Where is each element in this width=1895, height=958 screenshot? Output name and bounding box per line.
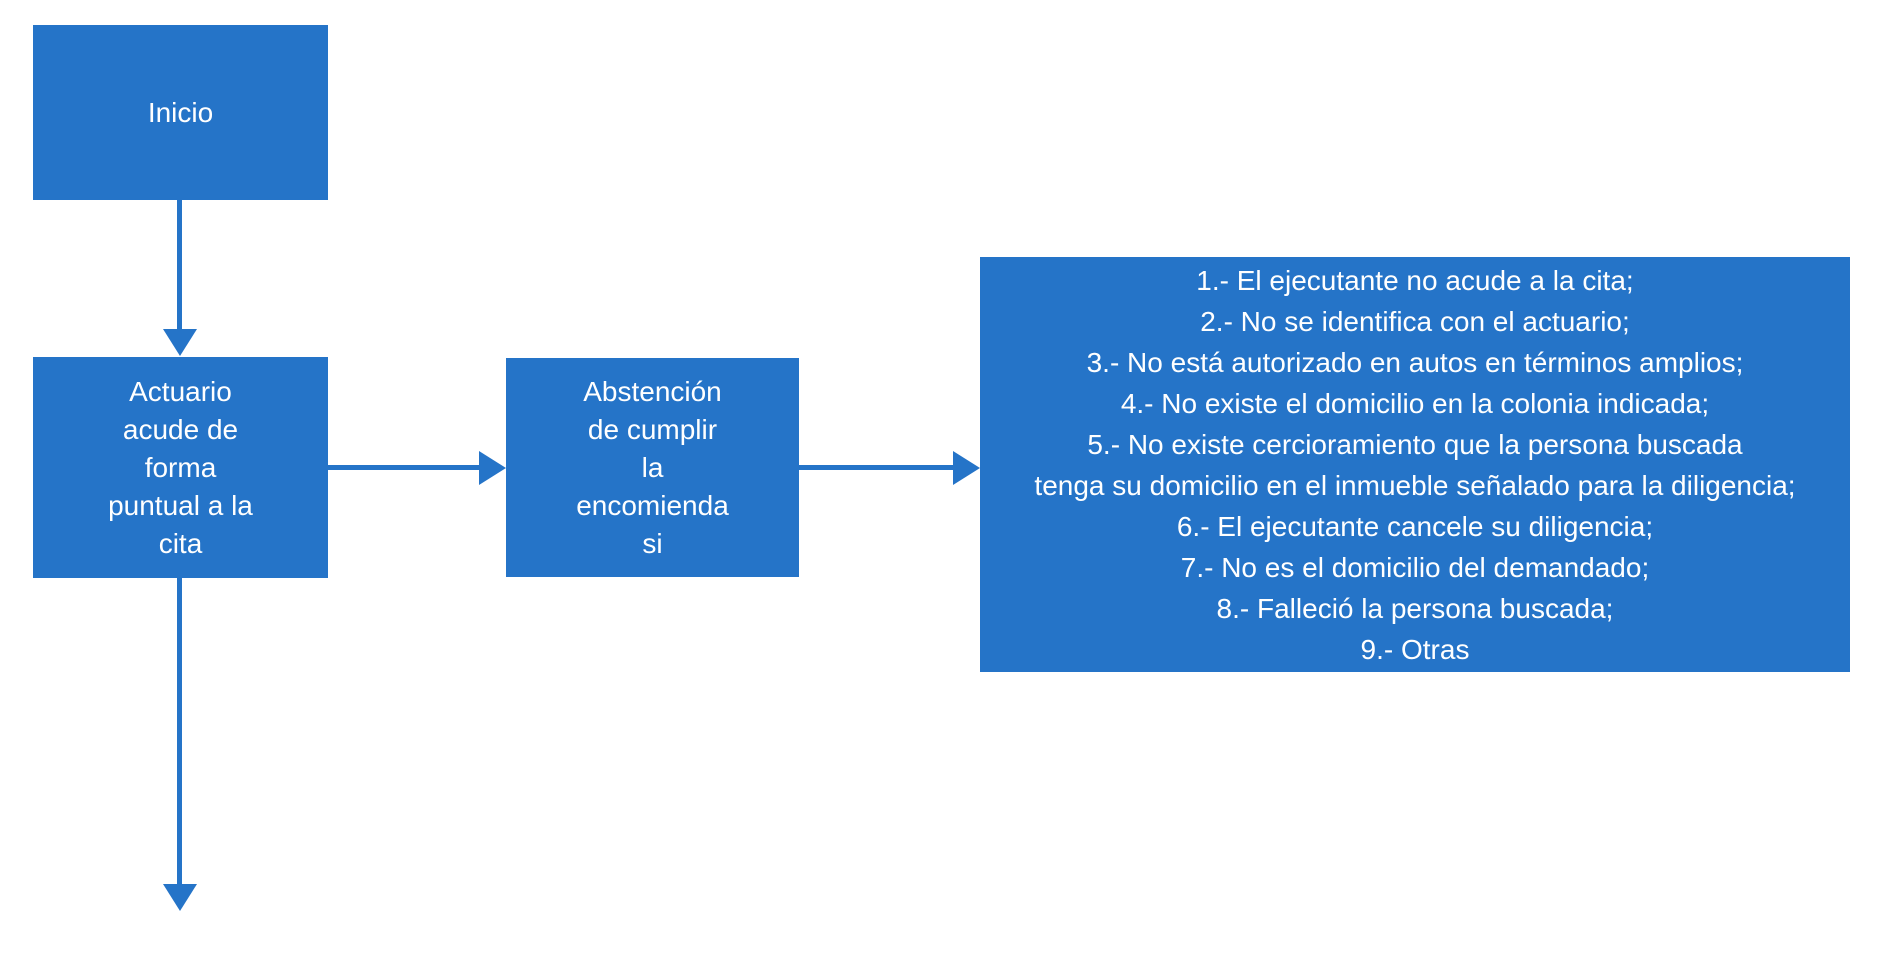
- arrowhead-right-icon: [479, 451, 506, 485]
- connector-actuario-continuation: [177, 578, 182, 885]
- connector-abstencion-motivos: [799, 465, 954, 470]
- node-motivos-lista: 1.- El ejecutante no acude a la cita; 2.…: [980, 257, 1850, 672]
- node-abstencion: Abstención de cumplir la encomienda si: [506, 358, 799, 577]
- connector-inicio-actuario: [177, 200, 182, 331]
- arrowhead-down-icon: [163, 329, 197, 356]
- arrowhead-down-icon: [163, 884, 197, 911]
- node-inicio: Inicio: [33, 25, 328, 200]
- connector-actuario-abstencion: [328, 465, 480, 470]
- arrowhead-right-icon: [953, 451, 980, 485]
- node-actuario-acude: Actuario acude de forma puntual a la cit…: [33, 357, 328, 578]
